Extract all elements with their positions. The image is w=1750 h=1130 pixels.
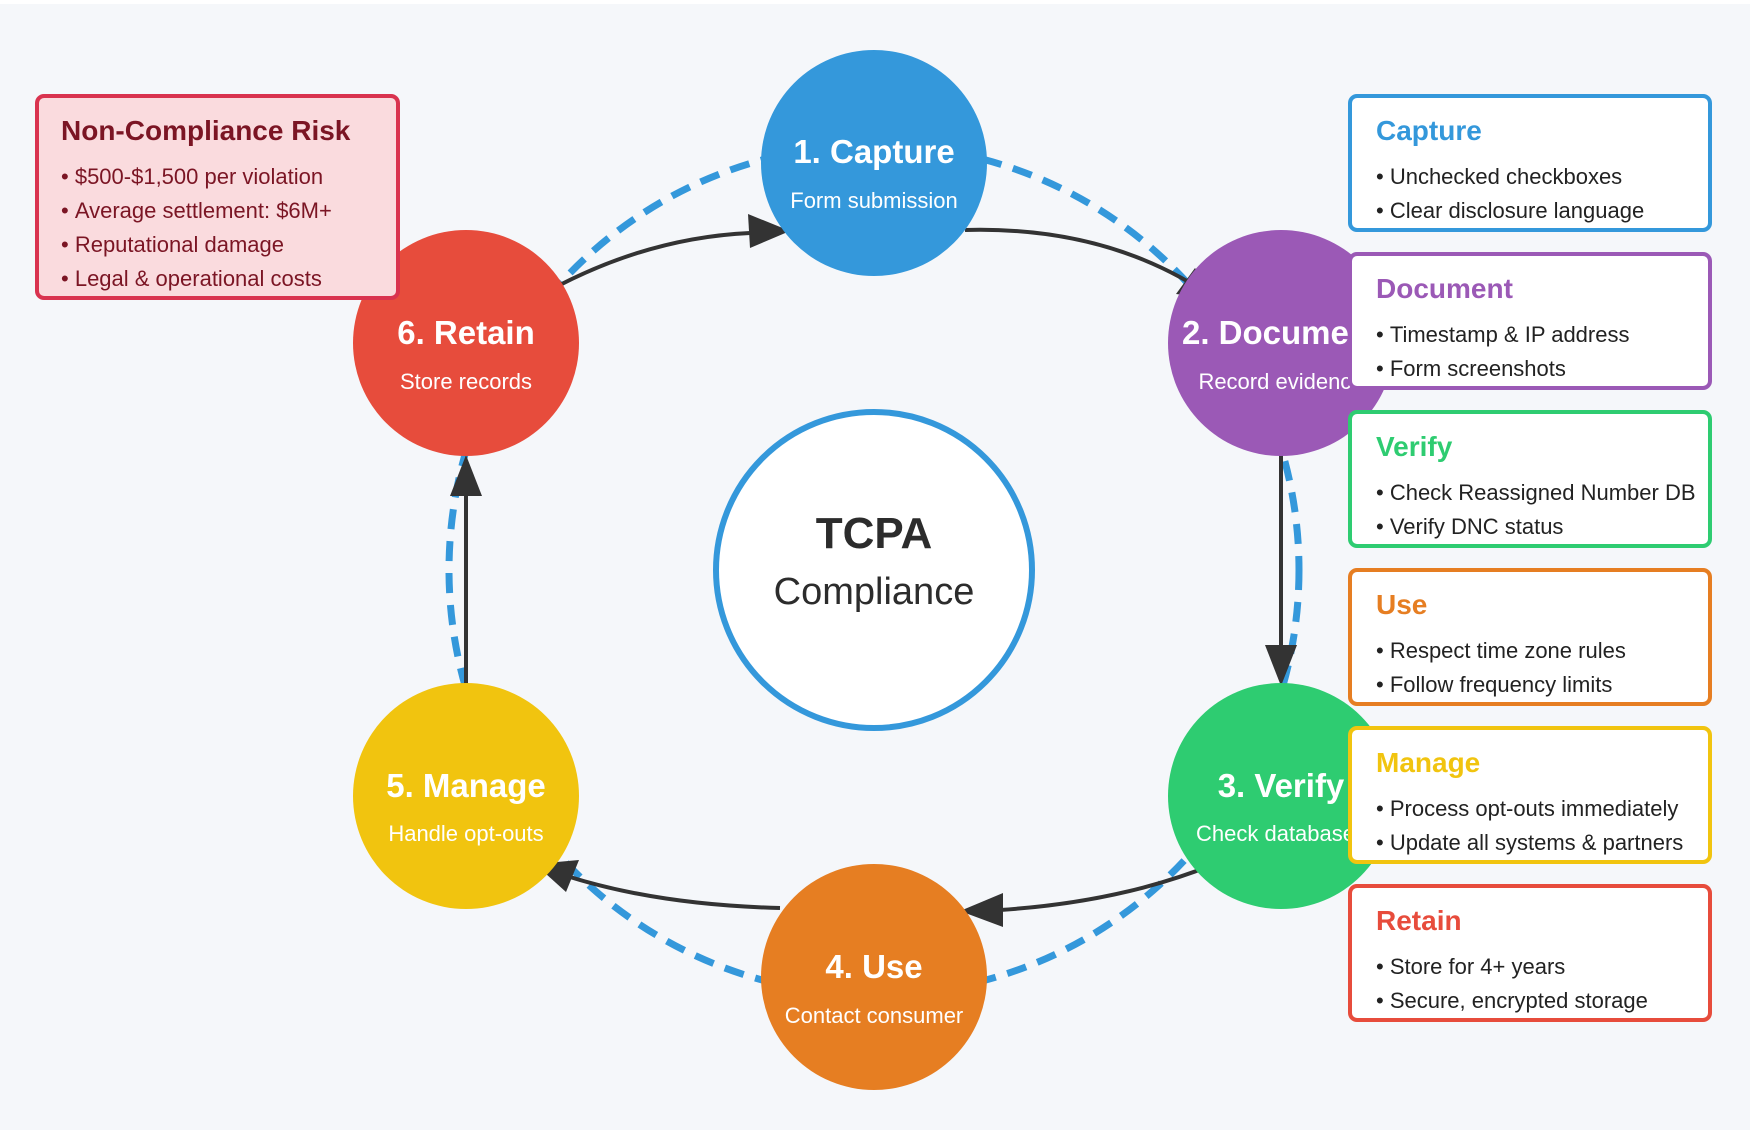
- stage-node-use[interactable]: 4. Use Contact consumer: [761, 864, 987, 1090]
- detail-card-manage: Manage Process opt-outs immediately Upda…: [1348, 726, 1712, 864]
- detail-card-verify: Verify Check Reassigned Number DB Verify…: [1348, 410, 1712, 548]
- arrow-document-to-verify: [1265, 455, 1297, 686]
- top-strip: [0, 0, 1750, 4]
- card-bullet: Check Reassigned Number DB: [1376, 476, 1696, 510]
- stage-subtitle: Handle opt-outs: [388, 821, 543, 846]
- stage-node-retain[interactable]: 6. Retain Store records: [353, 230, 579, 456]
- detail-card-capture: Capture Unchecked checkboxes Clear discl…: [1348, 94, 1712, 232]
- card-title: Document: [1376, 273, 1513, 304]
- stage-title: 2. Document: [1182, 314, 1380, 351]
- card-bullet: Form screenshots: [1376, 352, 1684, 386]
- risk-bullet: Average settlement: $6M+: [61, 194, 374, 228]
- risk-bullet: Legal & operational costs: [61, 262, 374, 296]
- card-bullet: Update all systems & partners: [1376, 826, 1684, 860]
- stage-subtitle: Contact consumer: [785, 1003, 964, 1028]
- card-bullet: Clear disclosure language: [1376, 194, 1684, 228]
- card-bullet: Follow frequency limits: [1376, 668, 1684, 702]
- card-title: Verify: [1376, 431, 1453, 462]
- card-bullet: Unchecked checkboxes: [1376, 160, 1684, 194]
- stage-title: 4. Use: [825, 948, 922, 985]
- stage-subtitle: Store records: [400, 369, 532, 394]
- arrow-retain-to-capture: [535, 214, 790, 300]
- card-bullet: Respect time zone rules: [1376, 634, 1684, 668]
- card-title: Use: [1376, 589, 1428, 620]
- risk-bullet: Reputational damage: [61, 228, 374, 262]
- stage-subtitle: Form submission: [790, 188, 957, 213]
- stage-node-document[interactable]: 2. Document Record evidence: [1168, 230, 1394, 456]
- detail-card-retain: Retain Store for 4+ years Secure, encryp…: [1348, 884, 1712, 1022]
- stage-title: 1. Capture: [793, 133, 954, 170]
- risk-title: Non-Compliance Risk: [61, 115, 351, 146]
- stage-node-capture[interactable]: 1. Capture Form submission: [761, 50, 987, 276]
- arrow-capture-to-document: [964, 227, 1216, 300]
- center-hub: TCPA Compliance: [713, 409, 1035, 731]
- card-title: Retain: [1376, 905, 1462, 936]
- risk-bullet: $500-$1,500 per violation: [61, 160, 374, 194]
- center-title: TCPA: [816, 509, 933, 558]
- stage-title: 3. Verify: [1218, 767, 1345, 804]
- non-compliance-risk-box: Non-Compliance Risk $500-$1,500 per viol…: [35, 94, 400, 300]
- stage-title: 5. Manage: [386, 767, 546, 804]
- center-subtitle: Compliance: [774, 571, 975, 613]
- stage-subtitle: Record evidence: [1198, 369, 1363, 394]
- card-title: Manage: [1376, 747, 1481, 778]
- card-bullet: Verify DNC status: [1376, 510, 1684, 544]
- stage-title: 6. Retain: [397, 314, 535, 351]
- stage-subtitle: Check databases: [1196, 821, 1366, 846]
- arrow-manage-to-retain: [450, 455, 482, 685]
- card-title: Capture: [1376, 115, 1482, 146]
- card-bullet: Process opt-outs immediately: [1376, 792, 1684, 826]
- card-bullet: Secure, encrypted storage: [1376, 984, 1684, 1018]
- card-bullet: Store for 4+ years: [1376, 950, 1684, 984]
- arrow-verify-to-use: [960, 863, 1213, 927]
- stage-node-verify[interactable]: 3. Verify Check databases: [1168, 683, 1394, 909]
- detail-card-use: Use Respect time zone rules Follow frequ…: [1348, 568, 1712, 706]
- arrow-use-to-manage: [535, 860, 781, 910]
- stage-node-manage[interactable]: 5. Manage Handle opt-outs: [353, 683, 579, 909]
- detail-card-document: Document Timestamp & IP address Form scr…: [1348, 252, 1712, 390]
- card-bullet: Timestamp & IP address: [1376, 318, 1684, 352]
